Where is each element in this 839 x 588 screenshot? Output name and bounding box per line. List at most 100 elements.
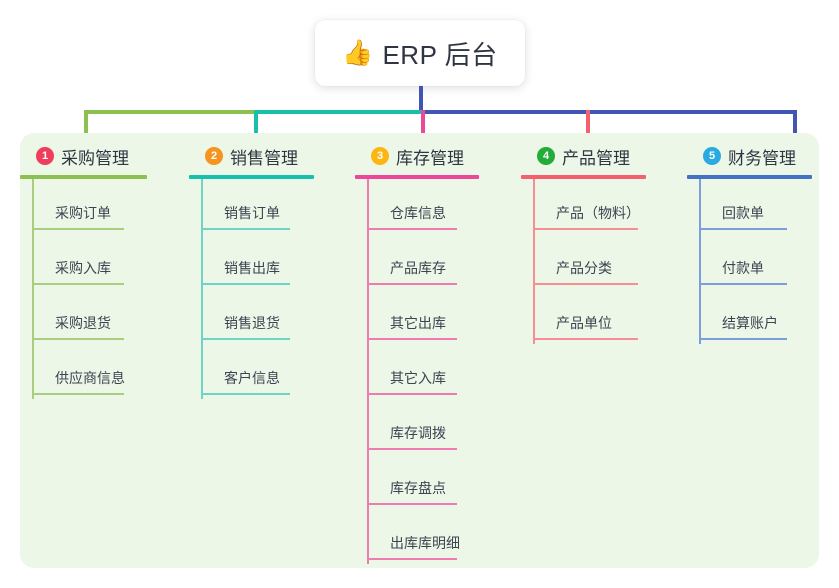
list-item-underline (201, 228, 290, 230)
list-item-label: 产品分类 (556, 260, 612, 276)
column-3: 3 库存管理仓库信息产品库存其它出库其它入库库存调拨库存盘点出库库明细 (355, 144, 479, 564)
column-header-3[interactable]: 3 库存管理 (355, 144, 479, 168)
list-item[interactable]: 产品分类 (521, 234, 646, 289)
list-item-underline (32, 228, 124, 230)
connector-drop-3 (421, 110, 425, 144)
connector-bar-segment-2 (254, 110, 421, 114)
list-item[interactable]: 回款单 (687, 179, 812, 234)
list-item-underline (32, 283, 124, 285)
connector-bar-segment-1 (84, 110, 254, 114)
list-item-underline (533, 283, 638, 285)
column-title-5: 财务管理 (728, 148, 796, 168)
column-underline-5 (687, 175, 812, 179)
list-item[interactable]: 产品单位 (521, 289, 646, 344)
column-title-2: 销售管理 (230, 148, 298, 168)
list-item-underline (367, 338, 457, 340)
column-badge-3: 3 (371, 147, 389, 165)
page-title: ERP 后台 (382, 39, 498, 70)
list-item-label: 产品单位 (556, 315, 612, 331)
column-items-1: 采购订单采购入库采购退货供应商信息 (20, 179, 147, 399)
column-spine-4 (533, 179, 535, 344)
column-items-3: 仓库信息产品库存其它出库其它入库库存调拨库存盘点出库库明细 (355, 179, 479, 564)
list-item-label: 其它出库 (390, 315, 446, 331)
list-item-underline (367, 393, 457, 395)
list-item[interactable]: 其它入库 (355, 344, 479, 399)
list-item-underline (533, 338, 638, 340)
connector-drop-1 (84, 110, 88, 144)
list-item-label: 其它入库 (390, 370, 446, 386)
column-title-1: 采购管理 (61, 148, 129, 168)
list-item[interactable]: 库存盘点 (355, 454, 479, 509)
connector-drop-2 (254, 110, 258, 144)
list-item-label: 付款单 (722, 260, 764, 276)
list-item[interactable]: 客户信息 (189, 344, 314, 399)
list-item-underline (367, 448, 457, 450)
list-item[interactable]: 产品（物料） (521, 179, 646, 234)
list-item[interactable]: 采购订单 (20, 179, 147, 234)
column-header-4[interactable]: 4 产品管理 (521, 144, 646, 168)
list-item-label: 采购退货 (55, 315, 111, 331)
list-item[interactable]: 销售退货 (189, 289, 314, 344)
column-spine-3 (367, 179, 369, 564)
list-item-underline (32, 393, 124, 395)
connector-bar-segment-3 (421, 110, 795, 114)
list-item-label: 销售出库 (224, 260, 280, 276)
column-title-3: 库存管理 (396, 148, 464, 168)
list-item-underline (367, 283, 457, 285)
column-badge-1: 1 (36, 147, 54, 165)
connector-drop-5 (793, 110, 797, 144)
column-header-1[interactable]: 1 采购管理 (20, 144, 147, 168)
column-1: 1 采购管理采购订单采购入库采购退货供应商信息 (20, 144, 147, 399)
column-badge-2: 2 (205, 147, 223, 165)
connector-drop-4 (586, 110, 590, 144)
column-spine-1 (32, 179, 34, 399)
list-item[interactable]: 销售订单 (189, 179, 314, 234)
list-item[interactable]: 供应商信息 (20, 344, 147, 399)
list-item[interactable]: 出库库明细 (355, 509, 479, 564)
list-item-underline (699, 338, 787, 340)
list-item-label: 回款单 (722, 205, 764, 221)
list-item-underline (367, 558, 457, 560)
column-header-2[interactable]: 2 销售管理 (189, 144, 314, 168)
column-4: 4 产品管理产品（物料） 产品分类产品单位 (521, 144, 646, 344)
list-item[interactable]: 采购入库 (20, 234, 147, 289)
list-item-underline (367, 503, 457, 505)
column-badge-4: 4 (537, 147, 555, 165)
list-item-underline (201, 393, 290, 395)
list-item-underline (201, 338, 290, 340)
list-item[interactable]: 仓库信息 (355, 179, 479, 234)
list-item-label: 仓库信息 (390, 205, 446, 221)
list-item-label: 供应商信息 (55, 370, 125, 386)
column-items-5: 回款单付款单结算账户 (687, 179, 812, 344)
list-item-label: 客户信息 (224, 370, 280, 386)
column-spine-2 (201, 179, 203, 399)
list-item[interactable]: 产品库存 (355, 234, 479, 289)
list-item[interactable]: 其它出库 (355, 289, 479, 344)
list-item-label: 销售订单 (224, 205, 280, 221)
list-item-underline (699, 228, 787, 230)
column-underline-2 (189, 175, 314, 179)
list-item-underline (533, 228, 638, 230)
list-item-underline (32, 338, 124, 340)
list-item-label: 出库库明细 (390, 535, 460, 551)
list-item[interactable]: 采购退货 (20, 289, 147, 344)
list-item-label: 库存调拨 (390, 425, 446, 441)
column-underline-1 (20, 175, 147, 179)
list-item-label: 采购入库 (55, 260, 111, 276)
list-item-label: 结算账户 (722, 315, 778, 331)
column-underline-4 (521, 175, 646, 179)
column-title-4: 产品管理 (562, 148, 630, 168)
list-item-underline (201, 283, 290, 285)
list-item[interactable]: 库存调拨 (355, 399, 479, 454)
list-item[interactable]: 结算账户 (687, 289, 812, 344)
list-item[interactable]: 销售出库 (189, 234, 314, 289)
list-item-label: 销售退货 (224, 315, 280, 331)
list-item-label: 库存盘点 (390, 480, 446, 496)
root-node-card[interactable]: 👍 ERP 后台 (315, 20, 525, 86)
list-item-underline (367, 228, 457, 230)
column-items-2: 销售订单销售出库销售退货客户信息 (189, 179, 314, 399)
list-item[interactable]: 付款单 (687, 234, 812, 289)
diagram-panel (20, 133, 819, 568)
